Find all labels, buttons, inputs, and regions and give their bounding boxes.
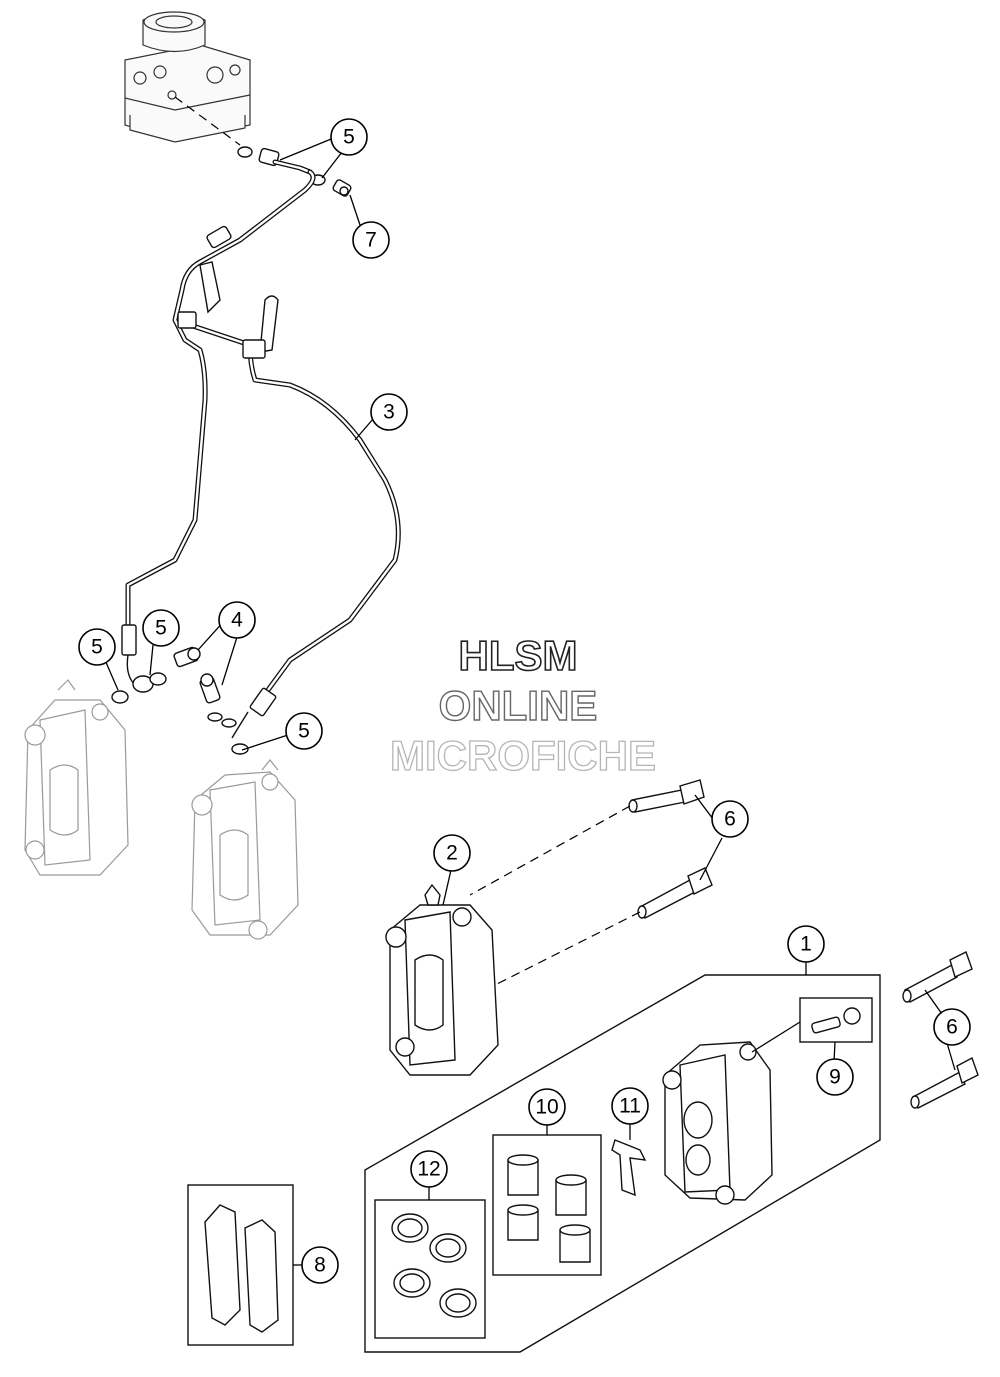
callout-label: 10 xyxy=(535,1096,558,1119)
seal-kit-box xyxy=(374,1199,486,1339)
watermark-line-2: ONLINE xyxy=(439,682,598,729)
callout-7: 7 xyxy=(352,221,390,259)
callout-label: 9 xyxy=(829,1066,841,1089)
callout-5-left: 5 xyxy=(78,628,116,666)
caliper-right-faded xyxy=(191,759,299,940)
caliper-bolt-lower-2 xyxy=(910,1056,979,1109)
callout-6-upper: 6 xyxy=(711,800,749,838)
callout-5-top: 5 xyxy=(330,118,368,156)
callout-label: 5 xyxy=(91,636,103,659)
pad-spring-11 xyxy=(611,1139,647,1197)
callout-label: 4 xyxy=(231,609,243,632)
callout-label: 7 xyxy=(365,229,377,252)
bleeder-kit-box xyxy=(799,997,873,1043)
piston-seals-12 xyxy=(391,1213,477,1318)
callout-6-lower: 6 xyxy=(933,1008,971,1046)
bleeder-kit-9 xyxy=(811,1007,861,1034)
callout-11: 11 xyxy=(611,1087,649,1125)
banjo-bolt-4b xyxy=(199,673,221,704)
callout-5-lower: 5 xyxy=(285,712,323,750)
callout-10: 10 xyxy=(528,1088,566,1126)
callout-2: 2 xyxy=(433,834,471,872)
callout-label: 1 xyxy=(800,933,812,956)
banjo-fitting-top xyxy=(258,147,313,175)
callout-label: 11 xyxy=(619,1095,641,1118)
bleeder-screw-7 xyxy=(332,179,352,197)
callout-12: 12 xyxy=(410,1150,448,1188)
callout-label: 12 xyxy=(417,1158,440,1181)
abs-hydraulic-unit xyxy=(124,11,251,143)
callout-label: 2 xyxy=(446,842,458,865)
banjo-bolt-4a xyxy=(173,646,201,668)
pistons-10 xyxy=(507,1154,591,1263)
callout-1: 1 xyxy=(787,925,825,963)
caliper-bolt-lower-1 xyxy=(902,951,973,1003)
brake-caliper-2 xyxy=(385,883,499,1076)
brake-pads-8 xyxy=(204,1204,279,1333)
callout-4: 4 xyxy=(218,601,256,639)
watermark-line-3: MICROFICHE xyxy=(390,732,656,779)
callout-3: 3 xyxy=(370,393,408,431)
callout-label: 5 xyxy=(155,617,167,640)
callout-5-mid: 5 xyxy=(142,609,180,647)
callout-label: 3 xyxy=(383,401,395,424)
watermark-line-1: HLSM xyxy=(459,632,578,679)
callout-label: 5 xyxy=(343,126,355,149)
callout-label: 6 xyxy=(946,1016,958,1039)
brake-caliper-1 xyxy=(662,1041,773,1205)
caliper-bolt-upper-2 xyxy=(637,867,713,919)
callout-label: 6 xyxy=(724,808,736,831)
caliper-left-faded xyxy=(24,679,129,876)
o-ring-icon xyxy=(237,146,253,158)
leader-lines xyxy=(104,136,956,1266)
callout-label: 5 xyxy=(298,720,310,743)
watermark: HLSM ONLINE MICROFICHE xyxy=(389,631,656,779)
callout-8: 8 xyxy=(301,1246,339,1284)
brake-hose-assembly xyxy=(121,169,401,739)
callout-9: 9 xyxy=(816,1058,854,1096)
caliper-bolt-upper-1 xyxy=(628,779,705,813)
callout-label: 8 xyxy=(314,1254,326,1277)
repair-kit-frame xyxy=(364,974,881,1353)
